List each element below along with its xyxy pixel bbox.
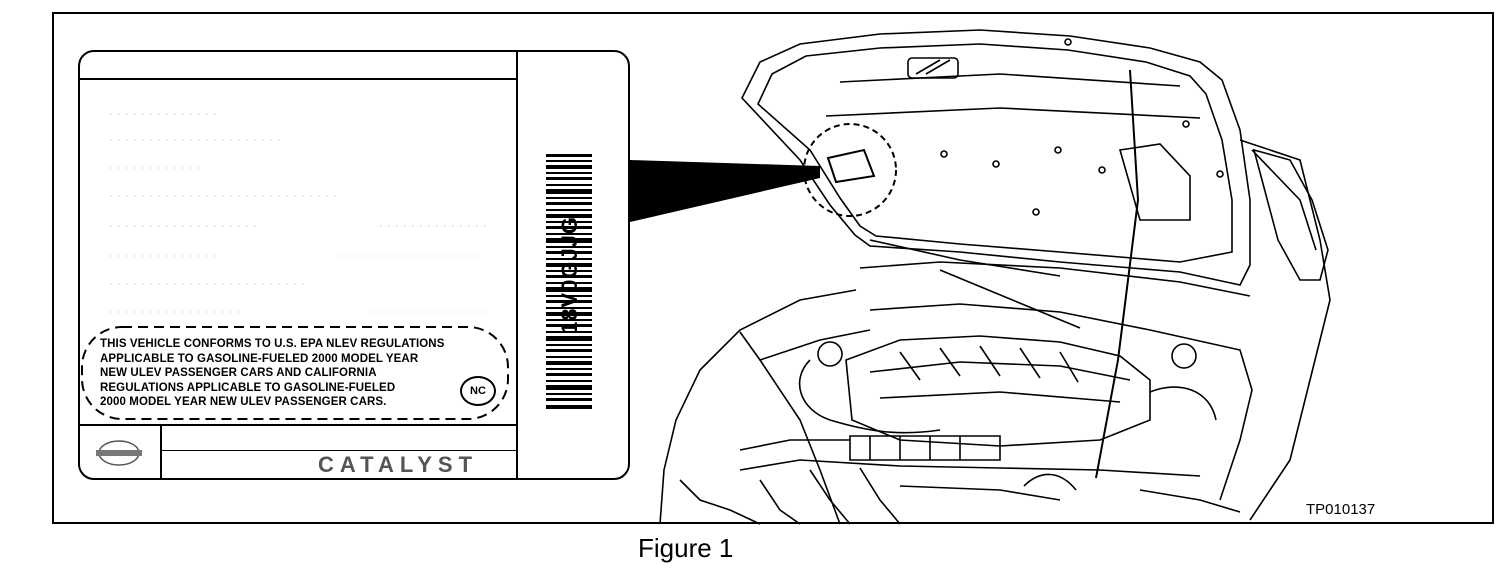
label-faded-text-area [110,113,490,313]
compliance-statement: THIS VEHICLE CONFORMS TO U.S. EPA NLEV R… [100,337,500,410]
barcode-column: 18V0GJJG [516,52,628,478]
footer-midline [162,450,516,451]
figure-id-code: TP010137 [1306,501,1376,518]
label-footer: CATALYST [80,424,516,478]
compliance-statement-outline [81,326,509,420]
compliance-line: REGULATIONS APPLICABLE TO GASOLINE-FUELE… [100,381,396,394]
catalyst-word: CATALYST [318,452,479,477]
barcode-number: 18V0GJJG [557,215,582,335]
compliance-line: NEW ULEV PASSENGER CARS AND CALIFORNIA [100,367,377,379]
compliance-line: 2000 MODEL YEAR NEW ULEV PASSENGER CARS. [100,396,387,408]
compliance-line: THIS VEHICLE CONFORMS TO U.S. EPA NLEV R… [100,338,445,350]
compliance-line: APPLICABLE TO GASOLINE-FUELED 2000 MODEL… [100,352,419,365]
figure-caption: Figure 1 [638,533,734,563]
label-header-strip [80,52,516,80]
emission-control-label: THIS VEHICLE CONFORMS TO U.S. EPA NLEV R… [78,50,630,480]
nc-badge: NC [460,376,496,406]
manufacturer-emblem-icon [96,440,142,466]
footer-divider [160,426,162,478]
barcode [546,154,592,409]
figure-frame [52,12,1494,524]
